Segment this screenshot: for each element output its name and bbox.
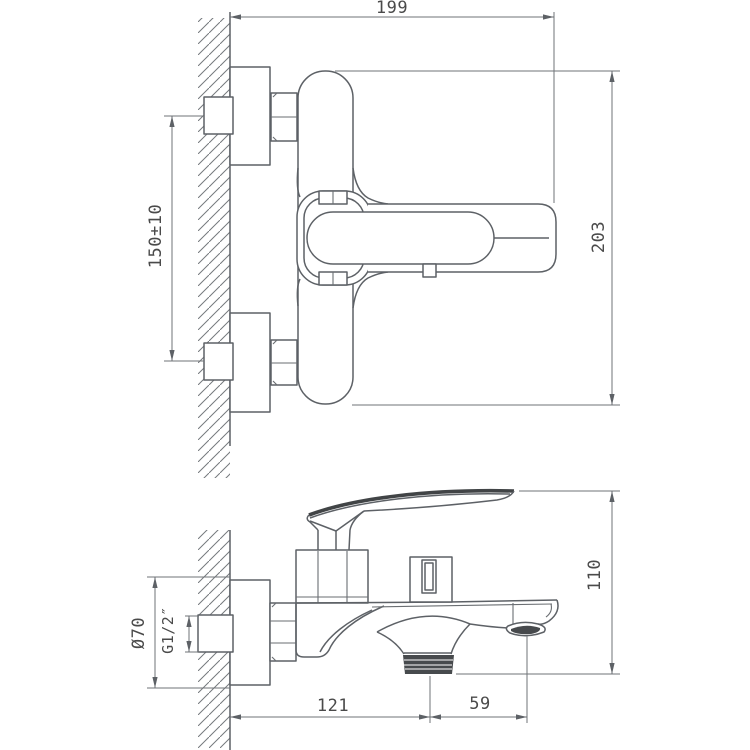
dim-overall-height: 203 <box>335 70 620 406</box>
front-view <box>198 12 557 478</box>
supply-pipe-bottom <box>203 342 234 381</box>
mounting-bracket-top <box>229 66 271 166</box>
supply-pipe-top <box>203 96 234 135</box>
handle-lever-side <box>306 488 515 551</box>
escutcheon-flange <box>229 579 271 686</box>
dim-label-wall-to-outlet: 121 <box>317 696 349 716</box>
fillet-top-right <box>352 167 389 205</box>
spout-outlet-lip <box>505 621 546 637</box>
dim-label-side-height: 110 <box>585 559 605 591</box>
dim-mounting-distance: 150±10 <box>146 115 204 362</box>
dim-label-connection-thread: G1/2″ <box>159 606 177 654</box>
dim-outlet-to-spout: 59 <box>430 694 527 720</box>
hex-nut-side <box>269 602 297 662</box>
dim-side-height: 110 <box>456 490 620 675</box>
front-view-dimensions: 199 203 150±10 <box>146 0 620 406</box>
handle-lever-front <box>306 203 557 278</box>
dim-label-overall-height: 203 <box>589 221 609 253</box>
supply-pipe-side <box>197 614 234 653</box>
dim-escutcheon-diameter: Ø70 <box>129 576 230 689</box>
shower-outlet-threads <box>403 655 454 674</box>
valve-body-side <box>295 603 385 658</box>
dim-label-mounting-distance: 150±10 <box>146 204 166 268</box>
spout-end-cap <box>537 599 559 625</box>
dim-wall-to-outlet: 121 <box>230 636 528 723</box>
side-view-dimensions: 110 Ø70 G1/2″ 121 59 <box>129 490 620 723</box>
dim-connection-thread: G1/2″ <box>159 606 199 654</box>
dim-overall-width: 199 <box>230 0 555 203</box>
handle-index-tab <box>422 263 437 278</box>
spout-top-edge-inner <box>371 603 553 608</box>
handle-grip <box>306 211 495 265</box>
side-view <box>197 488 559 750</box>
wall-hatch-front <box>198 18 230 478</box>
diverter-slot <box>421 559 437 594</box>
dim-label-overall-width: 199 <box>376 0 408 18</box>
mounting-bracket-bottom <box>229 312 271 413</box>
dim-label-escutcheon-diameter: Ø70 <box>129 617 149 649</box>
fillet-bottom-right <box>352 271 389 309</box>
spout-arch <box>376 615 471 633</box>
handle-blade-shaded-edge <box>308 488 515 517</box>
diverter-knob <box>409 556 453 603</box>
fillet-bottom-left <box>296 278 301 307</box>
spout <box>376 599 559 674</box>
fillet-top-left <box>296 167 301 198</box>
cartridge-housing <box>295 549 369 604</box>
hex-nut-bottom <box>270 339 298 386</box>
hex-nut-top <box>270 92 298 142</box>
dim-label-outlet-to-spout: 59 <box>469 694 490 714</box>
